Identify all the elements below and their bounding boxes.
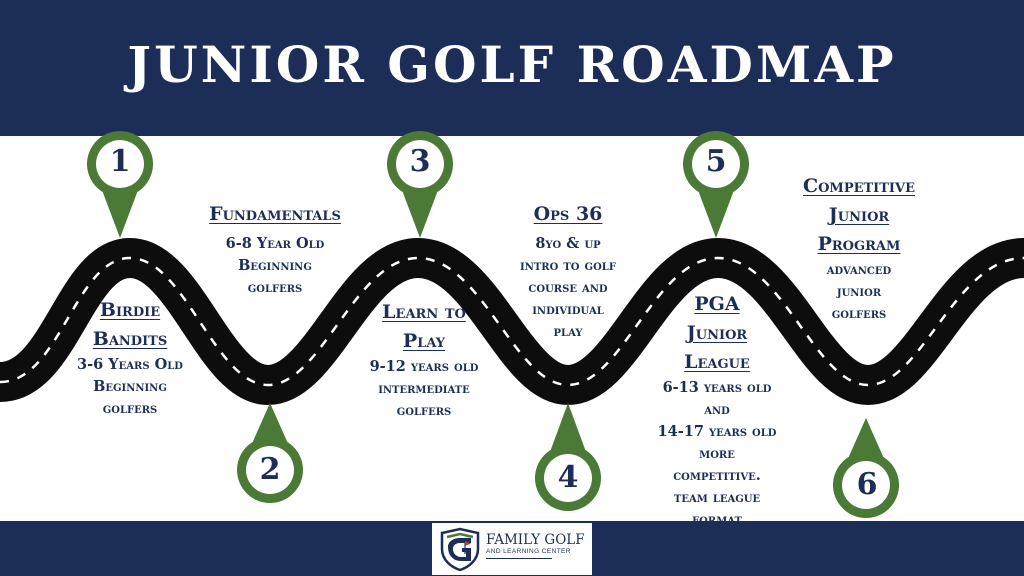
- header-banner: JUNIOR GOLF ROADMAP: [0, 0, 1024, 136]
- pin-number-5: 5: [705, 144, 727, 179]
- logo-text: FAMILY GOLF AND LEARNING CENTER: [486, 531, 585, 565]
- stage-description: 3-6 Years Old Beginning golfers: [77, 356, 183, 417]
- stage-title: PGA Junior League: [684, 293, 750, 373]
- pin-number-3: 3: [409, 144, 431, 179]
- map-pin-2-center: [246, 446, 294, 494]
- stage-birdie-bandits: Birdie Bandits 3-6 Years Old Beginning g…: [40, 296, 220, 420]
- stage-title: Learn to Play: [382, 301, 466, 352]
- stage-competitive-junior-program: Competitive Junior Program advanced juni…: [764, 172, 954, 325]
- stage-title: Birdie Bandits: [92, 299, 168, 350]
- map-pin-6-center: [842, 461, 890, 509]
- stage-description: 6-8 Year Old Beginning golfers: [225, 235, 325, 296]
- stage-title: Ops 36: [533, 203, 603, 225]
- stage-title: Fundamentals: [209, 203, 341, 225]
- shield-flag-icon: [440, 527, 480, 571]
- pin-number-1: 1: [109, 144, 131, 179]
- map-pin-5-center: [692, 140, 740, 188]
- logo-motto-band: [486, 557, 552, 565]
- stage-learn-to-play: Learn to Play 9-12 years old intermediat…: [334, 298, 514, 422]
- stage-description: advanced junior golfers: [826, 261, 892, 322]
- pin-number-4: 4: [557, 460, 579, 495]
- stage-ops-36: Ops 36 8yo & up intro to golf course and…: [478, 200, 658, 343]
- stage-description: 9-12 years old intermediate golfers: [369, 358, 479, 419]
- stage-fundamentals: Fundamentals 6-8 Year Old Beginning golf…: [175, 200, 375, 299]
- map-pin-1-center: [96, 140, 144, 188]
- stage-pga-junior-league: PGA Junior League 6-13 years old and 14-…: [624, 290, 810, 531]
- stage-title: Competitive Junior Program: [802, 175, 916, 255]
- stage-description: 8yo & up intro to golf course and indivi…: [520, 235, 616, 340]
- map-pin-4-center: [544, 454, 592, 502]
- map-pin-3-center: [396, 140, 444, 188]
- logo-name: FAMILY GOLF: [486, 531, 585, 548]
- page-title: JUNIOR GOLF ROADMAP: [127, 34, 897, 94]
- road-center-dashes: [0, 256, 1024, 387]
- pin-number-2: 2: [259, 452, 281, 487]
- pin-number-6: 6: [856, 467, 878, 502]
- logo-subtitle: AND LEARNING CENTER: [486, 548, 571, 555]
- family-golf-logo: FAMILY GOLF AND LEARNING CENTER: [432, 523, 592, 575]
- stage-description: 6-13 years old and 14-17 years old more …: [657, 379, 777, 528]
